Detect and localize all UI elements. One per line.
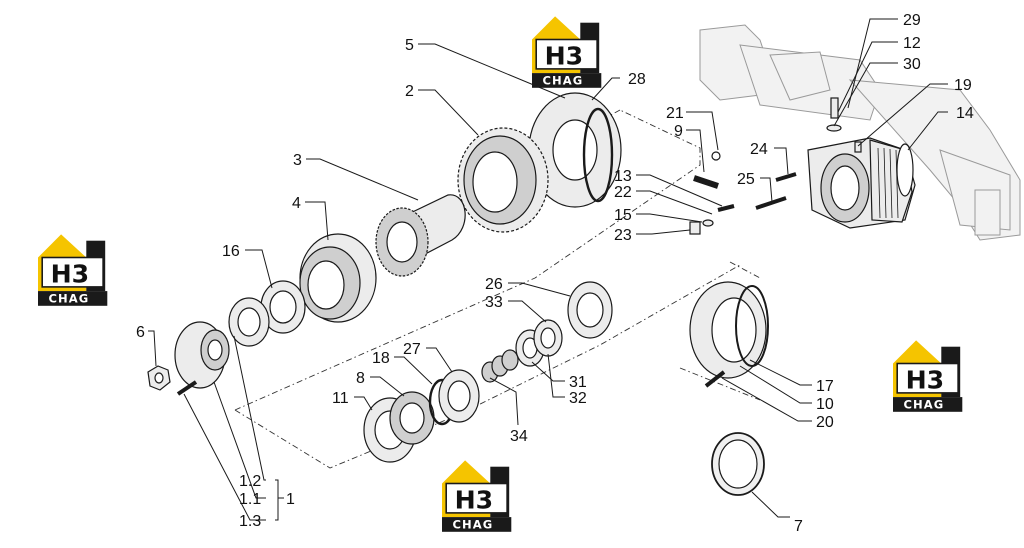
callout-26: 26	[485, 276, 503, 293]
callout-1-2: 1.2	[239, 473, 261, 490]
svg-text:H3: H3	[545, 42, 584, 71]
part-34-spring-pack	[481, 349, 519, 383]
part-31-32-rings	[515, 319, 563, 367]
part-4-hub	[299, 233, 377, 323]
callout-1: 1	[286, 491, 295, 508]
part-washer	[228, 297, 270, 347]
callout-4: 4	[292, 195, 301, 212]
callouts: 5 28 2 3 4 16 6 21 9 13 22 15 23 24 25 2…	[136, 12, 974, 535]
svg-text:CHAG: CHAG	[49, 292, 90, 306]
callout-16: 16	[222, 243, 240, 260]
part-16-ring	[260, 280, 306, 334]
watermark-logo-left: H3 CHAG	[37, 233, 109, 307]
callout-6: 6	[136, 324, 145, 341]
callout-21: 21	[666, 105, 684, 122]
part-7-seal-ring	[711, 432, 765, 496]
callout-18: 18	[372, 350, 390, 367]
callout-19: 19	[954, 77, 972, 94]
part-1-3-stud	[176, 380, 198, 396]
callout-31: 31	[569, 374, 587, 391]
part-8-ring	[389, 391, 435, 445]
callout-2: 2	[405, 83, 414, 100]
part-3-sleeve	[375, 194, 466, 277]
callout-28: 28	[628, 71, 646, 88]
callout-15: 15	[614, 207, 632, 224]
svg-text:CHAG: CHAG	[453, 518, 494, 532]
callout-33: 33	[485, 294, 503, 311]
callout-32: 32	[569, 390, 587, 407]
watermark-logo-top: H3 CHAG	[531, 15, 603, 89]
callout-13: 13	[614, 168, 632, 185]
leader-lines	[148, 18, 948, 521]
part-28-o-ring	[582, 107, 614, 203]
callout-1-1: 1.1	[239, 491, 261, 508]
part-20-bolt	[704, 370, 726, 388]
svg-text:H3: H3	[51, 260, 90, 289]
callout-7: 7	[794, 518, 803, 535]
callout-20: 20	[816, 414, 834, 431]
watermark-logo-right: H3 CHAG	[892, 339, 964, 413]
svg-text:CHAG: CHAG	[904, 398, 945, 412]
svg-text:H3: H3	[455, 486, 494, 515]
callout-5: 5	[405, 37, 414, 54]
callout-17: 17	[816, 378, 834, 395]
part-6-nut	[147, 365, 171, 391]
callout-34: 34	[510, 428, 528, 445]
callout-1-3: 1.3	[239, 513, 261, 530]
part-27-bearing	[438, 369, 480, 423]
svg-text:CHAG: CHAG	[543, 74, 584, 88]
callout-12: 12	[903, 35, 921, 52]
callout-9: 9	[674, 123, 683, 140]
part-17-cover-ring	[689, 281, 769, 379]
axle-housing	[699, 24, 1021, 241]
callout-8: 8	[356, 370, 365, 387]
small-hardware	[689, 97, 862, 235]
callout-24: 24	[750, 141, 768, 158]
callout-10: 10	[816, 396, 834, 413]
callout-30: 30	[903, 56, 921, 73]
part-1-2-flange	[174, 321, 230, 389]
watermark-logo-bottom: H3 CHAG	[441, 459, 513, 533]
callout-25: 25	[737, 171, 755, 188]
part-2-gear	[457, 127, 549, 233]
svg-text:H3: H3	[906, 366, 945, 395]
callout-23: 23	[614, 227, 632, 244]
callout-3: 3	[293, 152, 302, 169]
callout-11: 11	[332, 390, 349, 407]
callout-27: 27	[403, 341, 421, 358]
part-26-bearing	[567, 281, 613, 339]
callout-14: 14	[956, 105, 974, 122]
callout-22: 22	[614, 184, 632, 201]
callout-29: 29	[903, 12, 921, 29]
